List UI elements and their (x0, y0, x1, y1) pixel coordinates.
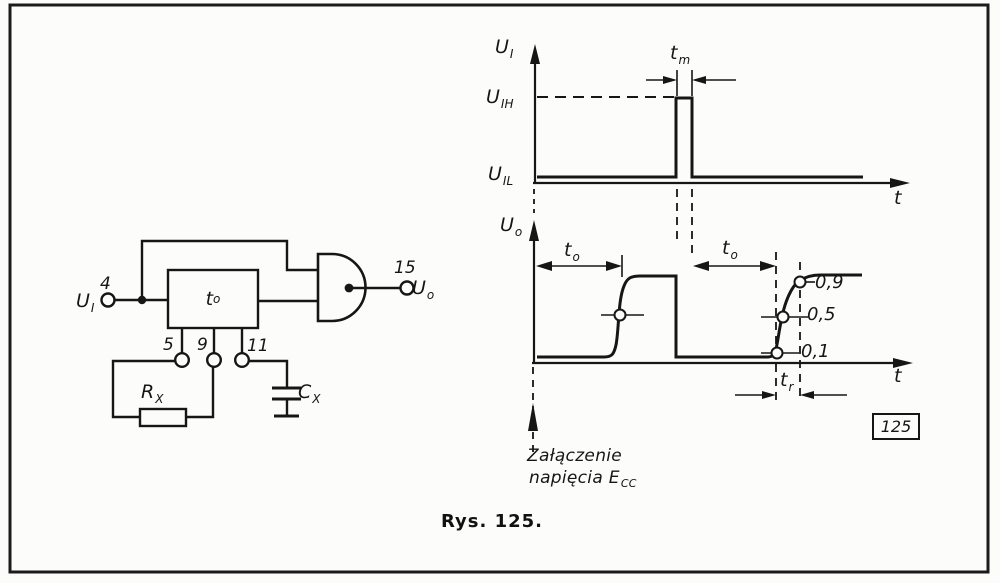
tm-label-sub: m (678, 52, 691, 67)
to2-arrow-right (760, 261, 776, 271)
power-on-note-line2-sub: CC (620, 477, 637, 491)
level01-label: 0,1 (801, 341, 830, 362)
tr-label: tr (780, 371, 793, 393)
output-terminal-circle (399, 280, 415, 296)
uo-y-axis-arrowhead (529, 220, 539, 241)
to1-arrow-right (606, 261, 622, 271)
ui-t-axis-label: t (894, 187, 902, 209)
resistor-label-sub: X (155, 391, 164, 406)
uo-t-axis-label: t (894, 365, 902, 387)
power-on-note-line1: Załączenie (527, 446, 623, 466)
capacitor-top-wire (249, 359, 289, 388)
to1-arrow-left (536, 261, 552, 271)
resistor-left-wire (111, 359, 175, 419)
feedback-wire (140, 239, 318, 299)
figure-border (8, 3, 990, 574)
and-gate-symbol (316, 252, 367, 323)
pin9-label: 9 (197, 335, 208, 355)
uo-axis-label-main: U (500, 214, 514, 236)
pin11-circle (233, 352, 250, 369)
uil-level-label: UIL (488, 165, 513, 187)
ui-y-axis-arrowhead (530, 44, 540, 64)
level09-label: 0,9 (815, 272, 844, 293)
level05-marker-circle (776, 310, 790, 324)
first-rise-marker-circle (613, 308, 627, 322)
uil-label-sub: IL (502, 173, 514, 188)
tm-arrow-right (692, 76, 706, 84)
uih-label-main: U (486, 86, 500, 108)
circuit-diagram (100, 239, 415, 428)
capacitor-label: CX (298, 383, 321, 405)
uo-t-axis-arrowhead (893, 358, 913, 368)
block-label-sub: o (213, 292, 221, 306)
ui-axis-label-sub: I (509, 46, 514, 61)
level09-marker-circle (793, 275, 807, 289)
to1-label: to (564, 241, 580, 263)
resistor-right-wire (186, 367, 215, 419)
to2-arrow-left (693, 261, 709, 271)
to2-label-sub: o (730, 247, 738, 262)
figure-number-text: 125 (880, 417, 912, 436)
power-on-note-line2-main: napięcia E (529, 468, 620, 488)
resistor-label: RX (141, 383, 163, 405)
tr-arrow-left (762, 391, 776, 399)
to2-label-main: t (722, 237, 730, 259)
input-terminal-circle (100, 292, 116, 308)
circuit-input-label: UI (76, 292, 94, 314)
circuit-output-label-main: U (412, 277, 426, 299)
circuit-input-label-sub: I (90, 300, 95, 315)
uo-axis-label-sub: o (514, 224, 523, 239)
figure-caption: Rys. 125. (441, 511, 544, 532)
ui-axis-label-main: U (495, 36, 509, 58)
power-on-arrowhead (528, 403, 538, 431)
pin5-label: 5 (163, 335, 174, 355)
input-waveform-plot (530, 44, 910, 258)
tm-arrow-left (663, 76, 677, 84)
uih-label-sub: IH (500, 96, 514, 111)
level05-label: 0,5 (807, 304, 836, 325)
circuit-output-label: Uo (412, 279, 434, 301)
tr-arrow-right (800, 391, 814, 399)
resistor-body (138, 407, 188, 428)
pin9-circle (205, 352, 222, 369)
to1-label-main: t (564, 239, 572, 261)
tm-label: tm (670, 44, 690, 66)
resistor-label-main: R (141, 381, 155, 403)
pin5-circle (173, 352, 190, 369)
level01-marker-circle (770, 346, 784, 360)
to2-label: to (722, 239, 738, 261)
input-junction-dot (137, 295, 147, 305)
capacitor-label-main: C (298, 381, 312, 403)
power-on-note-line2: napięcia ECC (529, 468, 637, 491)
gate-output-dot (344, 283, 354, 293)
uo-axis-label: Uo (500, 216, 522, 238)
tr-label-sub: r (788, 379, 794, 394)
output-waveform-plot (528, 220, 913, 452)
pin15-label: 15 (394, 258, 416, 278)
ui-t-axis-arrowhead (890, 178, 910, 188)
block-label-main: t (205, 288, 214, 310)
pin11-label: 11 (247, 336, 269, 356)
uil-label-main: U (488, 163, 502, 185)
uih-level-label: UIH (486, 88, 513, 110)
tr-label-main: t (780, 369, 788, 391)
tm-label-main: t (670, 42, 678, 64)
input-signal-trace (537, 96, 863, 179)
circuit-output-label-sub: o (426, 287, 435, 302)
ui-axis-label: UI (495, 38, 513, 60)
circuit-input-label-main: U (76, 290, 90, 312)
to1-label-sub: o (572, 249, 580, 264)
pin4-label: 4 (100, 274, 111, 294)
capacitor-label-sub: X (312, 391, 321, 406)
figure-number-box: 125 (872, 413, 920, 440)
